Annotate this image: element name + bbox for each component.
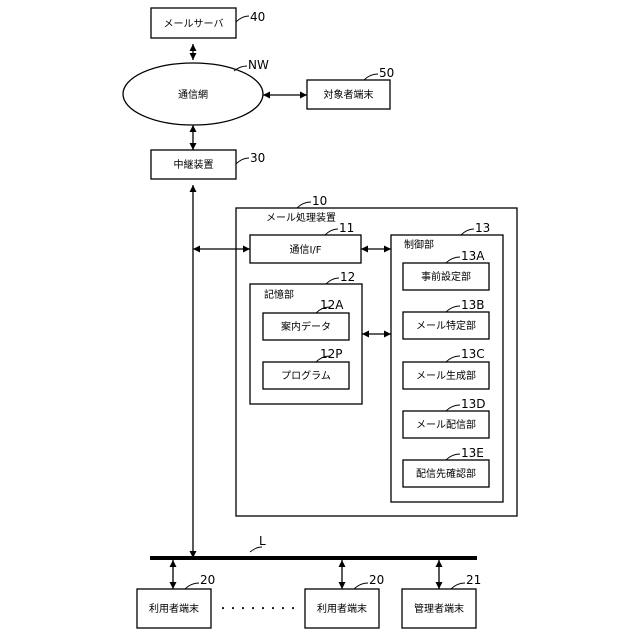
controller-ref: 13 [475,221,490,235]
network-ref: NW [248,58,269,72]
program-label: プログラム [281,369,331,382]
user-terminal-1-node: 利用者端末 20 [137,560,215,628]
mail-identify-ref: 13B [461,298,485,312]
target-terminal-ref: 50 [379,66,394,80]
mail-processor-node: メール処理装置 10 通信I/F 11 記憶部 12 案内データ 12A プログ… [193,194,517,516]
user-terminal-2-label: 利用者端末 [317,602,367,615]
mail-server-ref: 40 [250,10,265,24]
comm-if-label: 通信I/F [289,244,321,256]
mail-processor-ref: 10 [312,194,327,208]
user-terminal-2-ref: 20 [369,573,384,587]
relay-ref: 30 [250,151,265,165]
admin-terminal-label: 管理者端末 [414,602,464,615]
user-terminal-1-ref: 20 [200,573,215,587]
mail-server-node: メールサーバ 40 [151,8,265,38]
admin-terminal-node: 管理者端末 21 [402,560,481,628]
user-terminal-2-node: 利用者端末 20 [305,560,384,628]
mail-deliver-label: メール配信部 [416,418,476,431]
mail-identify-label: メール特定部 [416,319,476,332]
mail-deliver-ref: 13D [461,397,486,411]
guide-data-ref: 12A [320,298,344,312]
user-terminal-1-label: 利用者端末 [149,602,199,615]
mail-generate-ref: 13C [461,347,485,361]
storage-label: 記憶部 [264,288,294,301]
controller-label: 制御部 [404,238,434,251]
pre-setting-ref: 13A [461,249,485,263]
mail-server-label: メールサーバ [164,18,224,30]
lan-ref: L [259,534,266,548]
comm-if-ref: 11 [339,221,354,235]
pre-setting-label: 事前設定部 [421,270,471,283]
storage-ref: 12 [340,270,355,284]
mail-processor-label: メール処理装置 [266,211,336,224]
dest-confirm-ref: 13E [461,446,484,460]
lan-bus: L [150,534,477,558]
mail-generate-label: メール生成部 [416,369,476,382]
program-ref: 12P [320,347,343,361]
network-node: 通信網 NW [123,44,269,125]
admin-terminal-ref: 21 [466,573,481,587]
guide-data-label: 案内データ [281,320,331,333]
target-terminal-label: 対象者端末 [324,88,374,101]
dest-confirm-label: 配信先確認部 [416,467,476,480]
relay-node: 中継装置 30 [151,125,265,179]
relay-label: 中継装置 [174,158,214,171]
network-label: 通信網 [178,88,208,101]
terminal-ellipsis: ・・・・・・・・ [218,604,298,615]
target-terminal-node: 対象者端末 50 [263,66,394,109]
